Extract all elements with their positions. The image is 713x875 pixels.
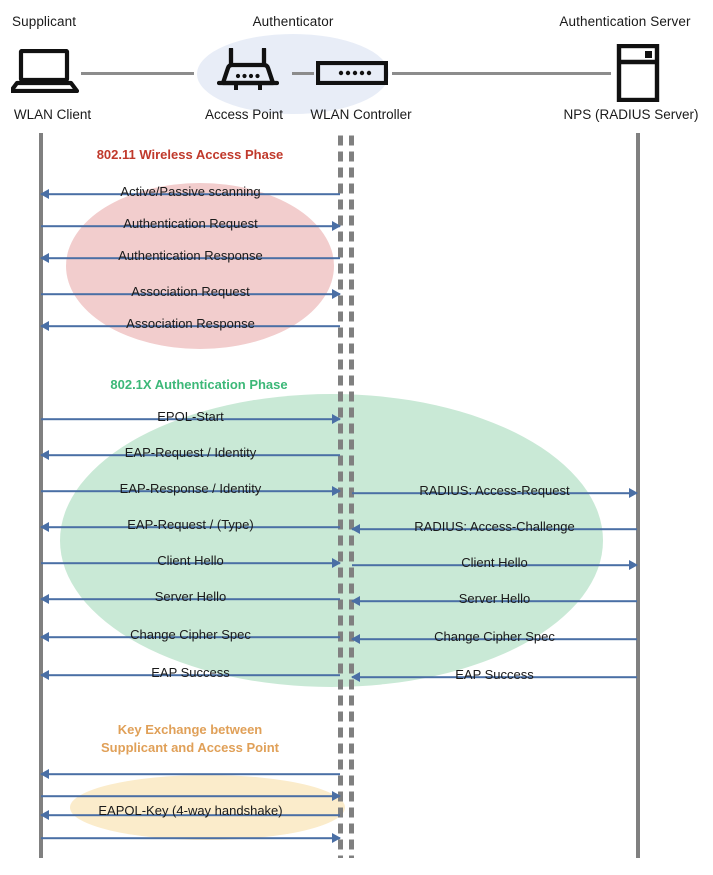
- lifeline-supplicant: [39, 133, 43, 858]
- device-label-wlan-controller: WLAN Controller: [310, 107, 412, 122]
- connector-client-to-ap: [81, 72, 194, 75]
- connector-ap-to-controller: [292, 72, 314, 75]
- phase-blob-80211: [66, 183, 334, 349]
- phase-caption-8021x: 802.1X Authentication Phase: [110, 377, 288, 392]
- message-label: Authentication Request: [123, 216, 258, 231]
- lifeline-authenticator-outer: [349, 133, 354, 858]
- message-client-hello-left: Client Hello: [41, 551, 341, 575]
- message-label: RADIUS: Access-Request: [419, 483, 570, 498]
- message-label: Server Hello: [458, 591, 531, 606]
- message-eapol-key-4way-handshake: EAPOL-Key (4-way handshake): [40, 803, 340, 826]
- message-active-passive-scanning: Active/Passive scanning: [40, 182, 340, 206]
- message-label: EAP Success: [455, 667, 534, 682]
- message-label: RADIUS: Access-Challenge: [414, 519, 575, 534]
- phase-caption-line-2: Supplicant and Access Point: [101, 740, 279, 755]
- device-label-nps-radius-server: NPS (RADIUS Server): [563, 107, 699, 122]
- wlan-controller-icon: [315, 60, 389, 90]
- message-label: Association Request: [131, 284, 250, 299]
- message-key-exchange-2: [41, 786, 341, 806]
- message-label: Change Cipher Spec: [434, 629, 555, 644]
- message-change-cipher-spec-left: Change Cipher Spec: [40, 625, 340, 649]
- message-label: EAP-Request / (Type): [127, 517, 254, 532]
- message-key-exchange-1: [40, 764, 340, 784]
- message-eap-request-type: EAP-Request / (Type): [40, 515, 340, 539]
- phase-blob-8021x: [60, 394, 603, 687]
- server-icon: [616, 43, 660, 107]
- laptop-icon: [8, 48, 80, 98]
- message-label: Association Response: [126, 316, 255, 331]
- phase-caption-80211: 802.11 Wireless Access Phase: [96, 147, 284, 162]
- phase-caption-line-1: Key Exchange between: [117, 722, 263, 737]
- message-server-hello-left: Server Hello: [40, 587, 340, 611]
- message-label: Server Hello: [154, 589, 227, 604]
- message-eap-request-identity: EAP-Request / Identity: [40, 443, 340, 467]
- message-server-hello-right: Server Hello: [351, 589, 637, 613]
- message-label: EAP-Response / Identity: [119, 481, 262, 496]
- connector-controller-to-server: [392, 72, 611, 75]
- message-eap-response-identity: EAP-Response / Identity: [41, 479, 341, 503]
- message-label: Client Hello: [461, 555, 528, 570]
- message-authentication-request: Authentication Request: [41, 214, 341, 238]
- message-eapol-start: EPOL-Start: [41, 407, 341, 431]
- phase-blob-key-exchange: [70, 775, 345, 840]
- message-radius-access-request: RADIUS: Access-Request: [352, 481, 638, 505]
- message-label: EAPOL-Key (4-way handshake): [98, 803, 283, 818]
- lifeline-authentication-server: [636, 133, 640, 858]
- message-authentication-response: Authentication Response: [40, 246, 340, 270]
- message-label: EAP Success: [151, 665, 230, 680]
- device-label-access-point: Access Point: [204, 107, 284, 122]
- role-title-supplicant: Supplicant: [12, 14, 77, 29]
- access-point-icon: [216, 46, 280, 98]
- message-key-exchange-4: [41, 828, 341, 848]
- device-label-wlan-client: WLAN Client: [13, 107, 92, 122]
- message-eap-success-right: EAP Success: [351, 665, 637, 689]
- phase-caption-key-exchange: Key Exchange between Supplicant and Acce…: [85, 721, 295, 757]
- message-label: Authentication Response: [118, 248, 263, 263]
- message-label: Active/Passive scanning: [120, 184, 261, 199]
- message-client-hello-right: Client Hello: [352, 553, 638, 577]
- role-title-authenticator: Authenticator: [252, 14, 334, 29]
- message-label: EAP-Request / Identity: [124, 445, 257, 460]
- message-radius-access-challenge: RADIUS: Access-Challenge: [351, 517, 637, 541]
- message-label: EPOL-Start: [157, 409, 224, 424]
- message-association-response: Association Response: [40, 314, 340, 338]
- message-label: Client Hello: [157, 553, 224, 568]
- message-association-request: Association Request: [41, 282, 341, 306]
- role-title-authentication-server: Authentication Server: [559, 14, 691, 29]
- message-change-cipher-spec-right: Change Cipher Spec: [351, 627, 637, 651]
- message-label: Change Cipher Spec: [130, 627, 251, 642]
- message-eap-success-left: EAP Success: [40, 663, 340, 687]
